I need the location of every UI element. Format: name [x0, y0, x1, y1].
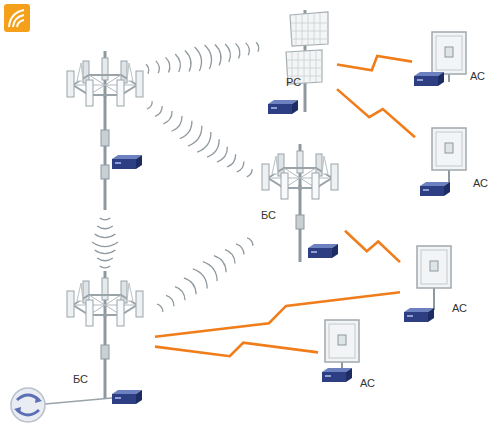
radio-wave	[100, 218, 111, 220]
modem	[322, 368, 352, 382]
radio-wave	[236, 244, 244, 255]
radio-wave	[235, 43, 239, 58]
station-node: АС	[400, 240, 480, 330]
lightning-link	[345, 231, 400, 262]
arrow-tip	[14, 407, 21, 414]
lightning-link	[155, 343, 318, 357]
lightning-link	[337, 89, 415, 137]
radio-wave	[180, 121, 192, 139]
arrow-tip	[35, 396, 42, 403]
station-node: РС	[262, 12, 337, 120]
radio-wave	[92, 242, 118, 247]
station-label: РС	[286, 76, 301, 89]
station-label: АС	[470, 70, 485, 83]
radio-wave	[155, 106, 162, 116]
mast-unit	[101, 130, 109, 146]
subscriber-antenna	[325, 320, 359, 362]
base-station-antenna	[262, 144, 338, 199]
logo-mark	[9, 10, 24, 27]
radio-wave	[175, 54, 180, 72]
radio-wave	[175, 287, 185, 301]
station-label: АС	[452, 302, 467, 315]
cable	[45, 398, 112, 404]
radio-wave	[197, 132, 211, 152]
modem	[308, 244, 338, 258]
radio-wave	[247, 238, 253, 246]
station-node: БС	[255, 145, 345, 265]
radio-link	[146, 42, 259, 73]
network-arrows	[17, 395, 39, 415]
mast-unit	[101, 345, 109, 359]
radio-wave	[215, 44, 221, 65]
lightning-link	[155, 292, 400, 337]
radio-wave	[256, 42, 259, 51]
radio-wave	[97, 258, 113, 261]
radio-wave	[163, 111, 172, 124]
logo	[4, 4, 30, 32]
modem	[420, 182, 450, 196]
radio-wave	[237, 162, 244, 172]
radio-wave	[205, 45, 212, 69]
mast	[104, 95, 107, 210]
subscriber-antenna	[417, 246, 451, 288]
radio-wave	[95, 250, 116, 254]
mast-unit	[101, 165, 109, 179]
lightning-link	[337, 56, 412, 70]
base-station-antenna	[67, 271, 143, 326]
radio-wave	[165, 57, 169, 72]
radio-wave	[184, 278, 196, 295]
modem	[112, 155, 142, 169]
radio-wave	[147, 101, 152, 109]
station-label: АС	[360, 377, 375, 390]
modem	[414, 72, 444, 86]
radio-link	[147, 101, 252, 177]
station-node: БС	[65, 280, 155, 410]
radio-wave	[225, 250, 235, 264]
radio-wave	[97, 226, 113, 229]
radio-wave	[100, 266, 111, 268]
radio-wave	[193, 269, 207, 288]
radio-wave	[146, 64, 149, 73]
modem	[404, 308, 434, 322]
radio-wave	[225, 44, 230, 62]
radio-link	[157, 238, 253, 312]
radio-wave	[185, 50, 191, 71]
radio-wave	[227, 154, 236, 167]
network-icon	[11, 388, 45, 422]
modem	[112, 390, 142, 404]
radio-wave	[217, 147, 227, 162]
subscriber-antenna	[432, 128, 466, 170]
radio-wave	[247, 169, 252, 177]
station-label: БС	[73, 373, 88, 386]
radio-wave	[156, 61, 160, 73]
radio-wave	[214, 256, 226, 273]
radio-link	[92, 218, 118, 268]
grid-antenna	[286, 12, 328, 84]
station-node: АС	[318, 315, 383, 392]
station-label: БС	[261, 209, 276, 222]
radio-waves	[92, 42, 259, 268]
modem	[268, 100, 298, 114]
station-label: АС	[473, 177, 488, 190]
radio-wave	[157, 304, 163, 312]
logo-square	[4, 4, 30, 32]
base-station-antenna	[67, 51, 143, 106]
subscriber-antenna	[432, 32, 466, 74]
mast-unit	[296, 215, 304, 229]
radio-wave	[172, 116, 182, 131]
radio-wave	[95, 234, 116, 238]
station-node: АС	[415, 125, 497, 200]
radio-wave	[203, 262, 217, 281]
radio-wave	[166, 295, 174, 306]
radio-wave	[188, 126, 202, 146]
radio-wave	[195, 47, 202, 71]
radio-wave	[207, 139, 219, 157]
station-node: АС	[412, 30, 497, 90]
grid-reflector	[290, 12, 328, 46]
radio-wave	[246, 43, 250, 55]
grid-lines	[291, 13, 328, 46]
